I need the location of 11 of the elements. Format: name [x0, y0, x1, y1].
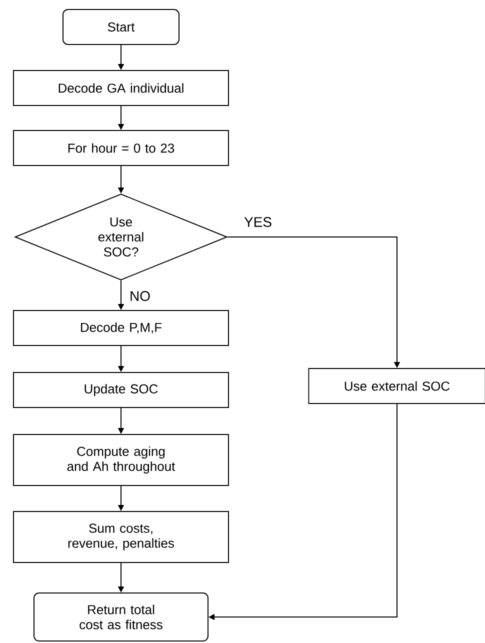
process-box: Use external SOC [308, 368, 485, 404]
process-box: Compute aging and Ah throughout [13, 434, 229, 486]
process-box: Update SOC [13, 372, 229, 408]
terminal-box: Return total cost as fitness [34, 592, 208, 642]
edge-label: YES [243, 216, 273, 228]
edge-label: NO [128, 290, 152, 302]
terminal-box: Start [62, 9, 180, 45]
process-box: Decode GA individual [13, 70, 229, 106]
process-box: Sum costs, revenue, penalties [13, 511, 229, 563]
process-box: For hour = 0 to 23 [13, 130, 229, 166]
process-box: Decode P,M,F [13, 310, 229, 346]
